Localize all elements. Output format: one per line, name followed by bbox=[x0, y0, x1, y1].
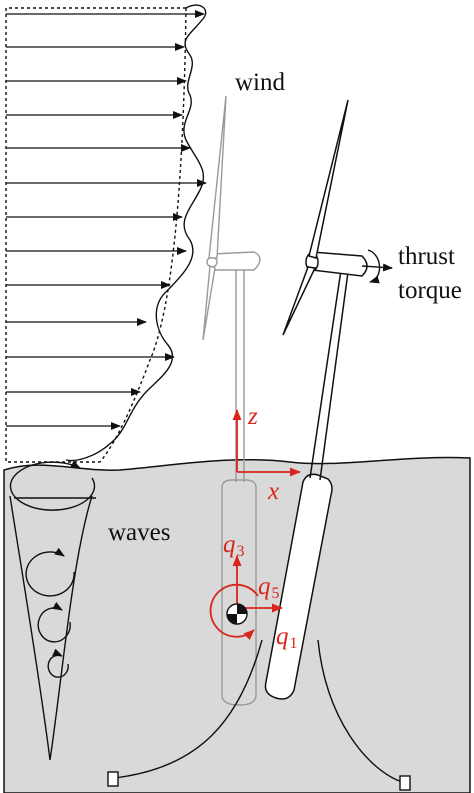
wave-orbit bbox=[47, 648, 69, 678]
thrust-torque-arrows bbox=[361, 249, 393, 284]
mean-wind-profile bbox=[99, 7, 187, 463]
equilibrium-nacelle bbox=[211, 251, 261, 271]
wind-arrows bbox=[6, 10, 207, 430]
turbulent-wind-profile bbox=[65, 4, 207, 462]
center-of-gravity-icon bbox=[226, 603, 248, 625]
torque-label: torque bbox=[398, 277, 462, 304]
torque-arrow bbox=[367, 249, 381, 284]
wave-orbit bbox=[25, 547, 75, 597]
mooring-line bbox=[317, 639, 403, 783]
blade bbox=[282, 266, 317, 336]
anchor bbox=[399, 775, 411, 791]
wave-orbits bbox=[9, 460, 96, 761]
spar-buoy bbox=[264, 473, 333, 700]
anchor bbox=[107, 771, 119, 787]
pitch-arrow bbox=[209, 583, 259, 641]
tower bbox=[309, 269, 342, 479]
mooring-system bbox=[107, 639, 411, 791]
mooring-line bbox=[113, 639, 263, 779]
z-axis-label: z bbox=[247, 403, 258, 430]
q5-label: q5 bbox=[258, 573, 280, 602]
q3-label: q3 bbox=[223, 531, 245, 560]
blade bbox=[308, 99, 349, 259]
thrust-arrow bbox=[361, 263, 393, 272]
wind-label: wind bbox=[235, 69, 286, 96]
waves-label: waves bbox=[108, 519, 170, 546]
equilibrium-turbine bbox=[202, 95, 261, 706]
equilibrium-spar bbox=[221, 479, 257, 706]
wave-orbit bbox=[37, 601, 71, 643]
wave-envelope bbox=[9, 495, 93, 761]
nacelle bbox=[311, 251, 368, 277]
x-axis-label: x bbox=[267, 478, 279, 505]
displaced-turbine bbox=[264, 99, 368, 700]
q1-label: q1 bbox=[276, 623, 298, 652]
wind-profile-box bbox=[5, 7, 186, 463]
wind-profile bbox=[5, 4, 207, 463]
equilibrium-blade bbox=[202, 265, 216, 341]
equilibrium-blade bbox=[208, 95, 227, 259]
thrust-label: thrust bbox=[398, 243, 455, 270]
tower bbox=[319, 271, 349, 481]
